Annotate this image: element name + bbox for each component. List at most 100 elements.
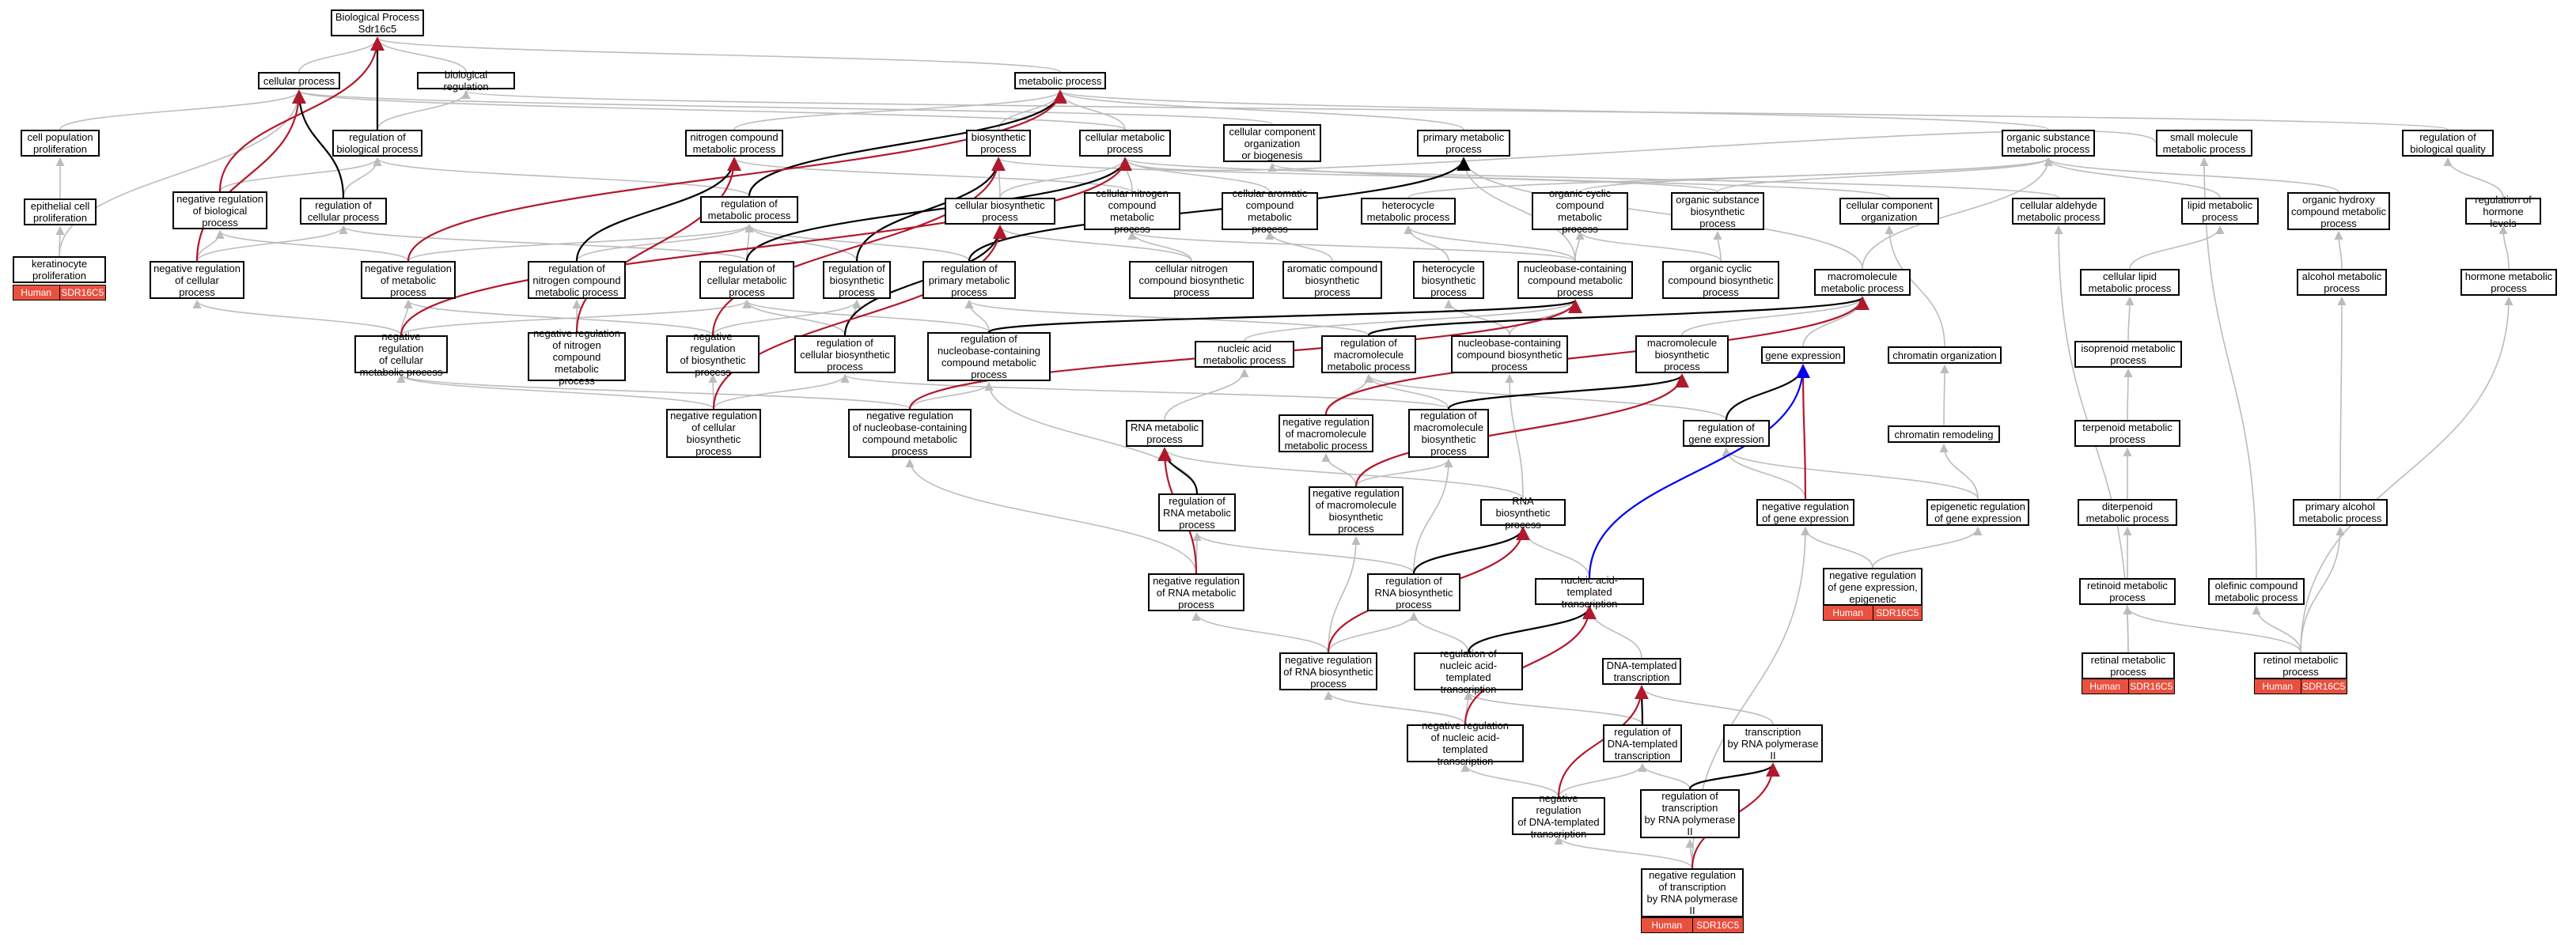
go-term-retinol-metabolic[interactable]: retinol metabolic process [2254, 652, 2347, 679]
go-term-neg-reg-rna-metabolic[interactable]: negative regulation of RNA metabolic pro… [1148, 573, 1244, 611]
go-term-reg-dna-templated-transcription[interactable]: regulation of DNA-templated transcriptio… [1603, 724, 1682, 762]
go-term-neg-reg-macromolecule-metabolic[interactable]: negative regulation of macromolecule met… [1279, 414, 1373, 452]
go-term-primary-metabolic-process[interactable]: primary metabolic process [1417, 130, 1510, 157]
go-term-neg-reg-gene-expression-epigenetic[interactable]: negative regulation of gene expression, … [1823, 568, 1923, 606]
go-term-reg-nitrogen-compound-metabolic[interactable]: regulation of nitrogen compound metaboli… [528, 261, 626, 299]
go-term-nucleic-acid-metabolic[interactable]: nucleic acid metabolic process [1195, 341, 1294, 368]
go-term-neg-reg-nitrogen-compound-metabolic[interactable]: negative regulation of nitrogen compound… [528, 327, 626, 387]
go-term-label: regulation of DNA-templated transcriptio… [1607, 725, 1678, 762]
go-term-cellular-aldehyde-metabolic[interactable]: cellular aldehyde metabolic process [2012, 198, 2105, 225]
go-term-label: cellular lipid metabolic process [2088, 270, 2172, 294]
go-term-reg-primary-metabolic[interactable]: regulation of primary metabolic process [922, 261, 1016, 299]
go-term-nucleobase-biosynthetic[interactable]: nucleobase-containing compound biosynthe… [1451, 335, 1568, 373]
go-term-label: regulation of RNA metabolic process [1163, 494, 1231, 531]
go-term-cellular-nitrogen-compound-metabolic[interactable]: cellular nitrogen compound metabolic pro… [1084, 187, 1180, 235]
go-term-gene-expression[interactable]: gene expression [1761, 346, 1845, 364]
go-term-terpenoid-metabolic[interactable]: terpenoid metabolic process [2074, 420, 2180, 447]
go-term-cellular-component-org[interactable]: cellular component organization or bioge… [1223, 124, 1321, 162]
go-term-epigenetic-reg-gene-expression[interactable]: epigenetic regulation of gene expression [1926, 499, 2029, 526]
go-term-nitrogen-compound-metabolic[interactable]: nitrogen compound metabolic process [685, 130, 783, 157]
go-term-bp-root[interactable]: Biological Process Sdr16c5 [331, 9, 424, 36]
go-term-nucleobase-containing-metabolic[interactable]: nucleobase-containing compound metabolic… [1517, 261, 1633, 299]
go-term-regulation-biological-process[interactable]: regulation of biological process [332, 130, 422, 157]
go-term-neg-reg-nucleobase-metabolic[interactable]: negative regulation of nucleobase-contai… [848, 409, 972, 458]
go-term-regulation-cellular-process[interactable]: regulation of cellular process [300, 198, 387, 225]
go-term-regulation-biological-quality[interactable]: regulation of biological quality [2402, 130, 2494, 157]
go-term-neg-reg-metabolic-process[interactable]: negative regulation of metabolic process [361, 261, 456, 299]
go-term-organic-substance-biosynthetic[interactable]: organic substance biosynthetic process [1671, 192, 1764, 230]
go-term-lipid-metabolic-process[interactable]: lipid metabolic process [2181, 198, 2259, 225]
go-term-biosynthetic-process[interactable]: biosynthetic process [966, 130, 1031, 157]
go-term-regulation-metabolic-process[interactable]: regulation of metabolic process [700, 196, 798, 223]
go-term-organic-cyclic-compound-biosynthetic[interactable]: organic cyclic compound biosynthetic pro… [1662, 261, 1779, 299]
go-term-reg-nucleic-acid-templated-transcription[interactable]: regulation of nucleic acid-templated tra… [1414, 648, 1523, 695]
go-term-macromolecule-biosynthetic[interactable]: macromolecule biosynthetic process [1635, 335, 1729, 373]
go-term-rna-metabolic[interactable]: RNA metabolic process [1126, 420, 1203, 447]
go-term-label: heterocycle biosynthetic process [1421, 262, 1476, 298]
go-term-cell-population-proliferation[interactable]: cell population proliferation [21, 130, 100, 157]
go-term-biological-regulation[interactable]: biological regulation [417, 69, 515, 93]
go-term-reg-macromolecule-metabolic[interactable]: regulation of macromolecule metabolic pr… [1321, 335, 1416, 373]
go-term-cellular-aromatic-compound-metabolic[interactable]: cellular aromatic compound metabolic pro… [1222, 187, 1318, 235]
go-term-neg-reg-cellular-process[interactable]: negative regulation of cellular process [150, 261, 244, 299]
go-term-reg-macromolecule-biosynthetic[interactable]: regulation of macromolecule biosynthetic… [1408, 409, 1489, 458]
go-term-epithelial-cell-proliferation[interactable]: epithelial cell proliferation [24, 198, 97, 225]
go-term-cellular-metabolic-process[interactable]: cellular metabolic process [1079, 130, 1171, 157]
go-term-keratinocyte-proliferation[interactable]: keratinocyte proliferation [13, 256, 106, 283]
edge-nucleic_acid_templated_transcription-to-gene_expression [1588, 364, 1810, 579]
go-term-cellular-process[interactable]: cellular process [258, 72, 340, 89]
go-term-reg-gene-expression[interactable]: regulation of gene expression [1683, 420, 1770, 447]
go-term-reg-cellular-biosynthetic[interactable]: regulation of cellular biosynthetic proc… [794, 335, 896, 373]
go-term-chromatin-remodeling[interactable]: chromatin remodeling [1888, 425, 2000, 443]
go-term-neg-reg-rna-biosynthetic[interactable]: negative regulation of RNA biosynthetic … [1279, 652, 1377, 690]
go-term-neg-reg-biological-process[interactable]: negative regulation of biological proces… [172, 191, 267, 229]
go-term-neg-reg-cellular-metabolic[interactable]: negative regulation of cellular metaboli… [354, 331, 448, 378]
go-term-nucleic-acid-templated-transcription[interactable]: nucleic acid-templated transcription [1535, 574, 1644, 610]
go-term-small-molecule-metabolic[interactable]: small molecule metabolic process [2156, 130, 2252, 157]
go-term-neg-reg-biosynthetic[interactable]: negative regulation of biosynthetic proc… [666, 331, 760, 378]
go-term-rna-biosynthetic[interactable]: RNA biosynthetic process [1480, 495, 1566, 531]
go-term-macromolecule-metabolic[interactable]: macromolecule metabolic process [1814, 269, 1911, 296]
edge-reg_transcription_rna_pol_ii-to-transcription_rna_pol_ii [1688, 762, 1780, 790]
go-term-regulation-hormone-levels[interactable]: regulation of hormone levels [2465, 194, 2541, 229]
go-term-dna-templated-transcription[interactable]: DNA-templated transcription [1602, 658, 1681, 685]
go-term-cellular-nitrogen-compound-biosynthetic[interactable]: cellular nitrogen compound biosynthetic … [1129, 261, 1254, 299]
go-term-neg-reg-gene-expression[interactable]: negative regulation of gene expression [1756, 499, 1854, 526]
go-term-heterocycle-metabolic[interactable]: heterocycle metabolic process [1361, 198, 1456, 225]
go-term-heterocycle-biosynthetic[interactable]: heterocycle biosynthetic process [1413, 261, 1484, 299]
go-term-retinal-metabolic[interactable]: retinal metabolic process [2082, 652, 2175, 679]
go-term-retinoid-metabolic[interactable]: retinoid metabolic process [2079, 578, 2176, 605]
go-term-cellular-lipid-metabolic[interactable]: cellular lipid metabolic process [2080, 269, 2180, 296]
go-term-metabolic-process[interactable]: metabolic process [1014, 72, 1106, 89]
go-term-neg-reg-transcription-rna-pol-ii[interactable]: negative regulation of transcription by … [1641, 868, 1744, 917]
go-term-neg-reg-macromolecule-biosynthetic[interactable]: negative regulation of macromolecule bio… [1309, 486, 1404, 535]
go-term-hormone-metabolic[interactable]: hormone metabolic process [2460, 269, 2557, 296]
go-term-organic-hydroxy-compound-metabolic[interactable]: organic hydroxy compound metabolic proce… [2287, 192, 2390, 230]
go-term-cellular-biosynthetic-process[interactable]: cellular biosynthetic process [945, 198, 1055, 225]
go-term-chromatin-organization[interactable]: chromatin organization [1888, 346, 2002, 364]
go-term-reg-biosynthetic-process[interactable]: regulation of biosynthetic process [823, 261, 891, 299]
go-term-neg-reg-nucleic-acid-templated-transcription[interactable]: negative regulation of nucleic acid-temp… [1407, 720, 1524, 767]
go-term-olefinic-compound-metabolic[interactable]: olefinic compound metabolic process [2208, 578, 2305, 605]
go-term-reg-transcription-rna-pol-ii[interactable]: regulation of transcription by RNA polym… [1640, 789, 1740, 838]
go-term-reg-rna-metabolic[interactable]: regulation of RNA metabolic process [1158, 493, 1236, 531]
go-term-neg-reg-dna-templated-transcription[interactable]: negative regulation of DNA-templated tra… [1512, 792, 1605, 840]
go-term-isoprenoid-metabolic[interactable]: isoprenoid metabolic process [2074, 341, 2182, 368]
go-term-alcohol-metabolic[interactable]: alcohol metabolic process [2297, 269, 2387, 296]
go-term-organic-cyclic-compound-metabolic[interactable]: organic cyclic compound metabolic proces… [1532, 187, 1628, 235]
go-term-reg-cellular-metabolic[interactable]: regulation of cellular metabolic process [699, 261, 794, 299]
go-term-reg-rna-biosynthetic[interactable]: regulation of RNA biosynthetic process [1367, 573, 1460, 611]
go-term-cellular-component-organization[interactable]: cellular component organization [1839, 198, 1939, 225]
go-term-primary-alcohol-metabolic[interactable]: primary alcohol metabolic process [2293, 499, 2388, 526]
go-term-diterpenoid-metabolic[interactable]: diterpenoid metabolic process [2078, 499, 2177, 526]
go-term-aromatic-compound-biosynthetic[interactable]: aromatic compound biosynthetic process [1282, 261, 1382, 299]
go-term-transcription-rna-pol-ii[interactable]: transcription by RNA polymerase II [1723, 724, 1823, 762]
go-term-organic-substance-metabolic[interactable]: organic substance metabolic process [2002, 130, 2095, 157]
go-term-reg-nucleobase-metabolic[interactable]: regulation of nucleobase-containing comp… [927, 332, 1051, 381]
go-term-neg-reg-cellular-biosynthetic[interactable]: negative regulation of cellular biosynth… [666, 409, 761, 458]
